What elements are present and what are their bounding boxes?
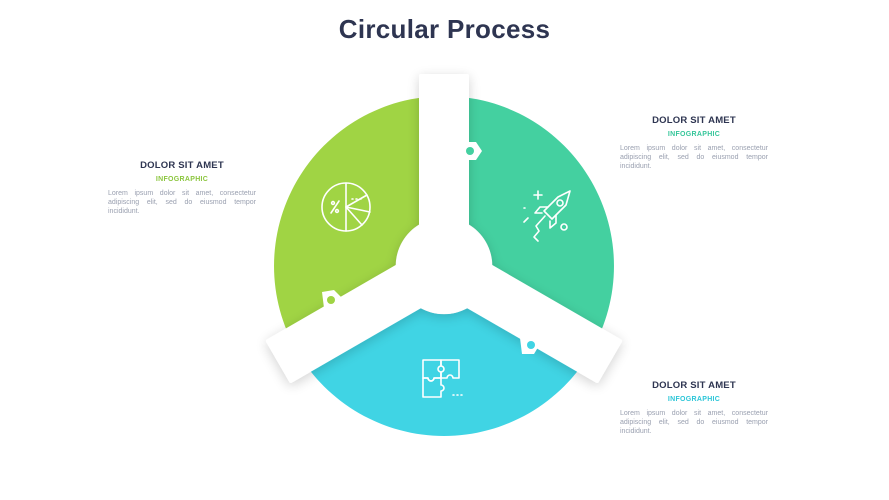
dot-green xyxy=(327,296,335,304)
block-body-text: Lorem ipsum dolor sit amet, consectetur … xyxy=(620,145,768,170)
spokes xyxy=(265,74,623,383)
dot-cyan xyxy=(527,341,535,349)
text-block-bottom-right: DOLOR SIT AMET INFOGRAPHIC Lorem ipsum d… xyxy=(620,380,768,436)
block-body-text: Lorem ipsum dolor sit amet, consectetur … xyxy=(108,190,256,215)
block-heading: DOLOR SIT AMET xyxy=(652,380,736,391)
segment-teal xyxy=(444,96,614,351)
pie-chart-icon xyxy=(321,182,371,232)
page-title: Circular Process xyxy=(338,14,551,44)
block-body-text: Lorem ipsum dolor sit amet, consectetur … xyxy=(620,410,768,435)
block-subheading: INFOGRAPHIC xyxy=(667,131,721,138)
block-subheading: INFOGRAPHIC xyxy=(667,396,721,403)
hub xyxy=(396,218,492,314)
block-subheading: INFOGRAPHIC xyxy=(155,176,209,183)
rocket-icon xyxy=(523,190,571,242)
text-block-left: DOLOR SIT AMET INFOGRAPHIC Lorem ipsum d… xyxy=(108,160,256,216)
block-heading: DOLOR SIT AMET xyxy=(652,115,736,126)
segment-green xyxy=(274,96,444,351)
block-heading: DOLOR SIT AMET xyxy=(140,160,224,171)
dot-teal xyxy=(466,147,474,155)
puzzle-icon xyxy=(422,359,463,398)
text-block-top-right: DOLOR SIT AMET INFOGRAPHIC Lorem ipsum d… xyxy=(620,115,768,171)
connector-dots xyxy=(322,142,540,354)
